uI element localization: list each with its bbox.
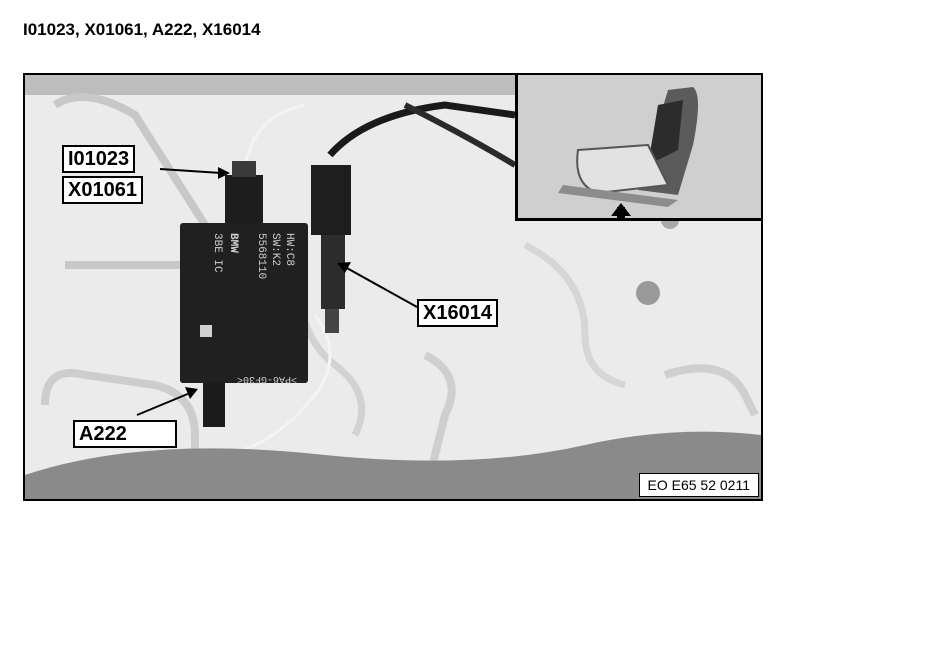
leader-i01023 <box>159 168 222 174</box>
callout-a222: A222 <box>73 420 177 448</box>
callout-i01023: I01023 <box>62 145 136 173</box>
figure-code: EO E65 52 0211 <box>638 473 759 497</box>
seat-inset <box>515 75 761 221</box>
leader-a222 <box>136 392 191 416</box>
module-print-line-1: HW:C8 <box>283 233 295 266</box>
module-print-line-6: >PA6-GF30< <box>237 373 297 384</box>
callout-x01061: X01061 <box>62 176 143 204</box>
seat-inset-illustration <box>518 75 761 218</box>
figure-heading: I01023, X01061, A222, X16014 <box>23 20 261 39</box>
module-print-line-4: BMW <box>227 233 239 253</box>
module-print-line-5: 3BE IC <box>211 233 223 273</box>
leader-x16014 <box>344 266 418 308</box>
callout-x16014: X16014 <box>417 299 498 327</box>
photo-frame: HW:C8 SW:K2 5568110 BMW 3BE IC >PA6-GF30… <box>23 73 763 501</box>
module-print-line-3: 5568110 <box>255 233 267 279</box>
module-print-line-2: SW:K2 <box>269 233 281 266</box>
